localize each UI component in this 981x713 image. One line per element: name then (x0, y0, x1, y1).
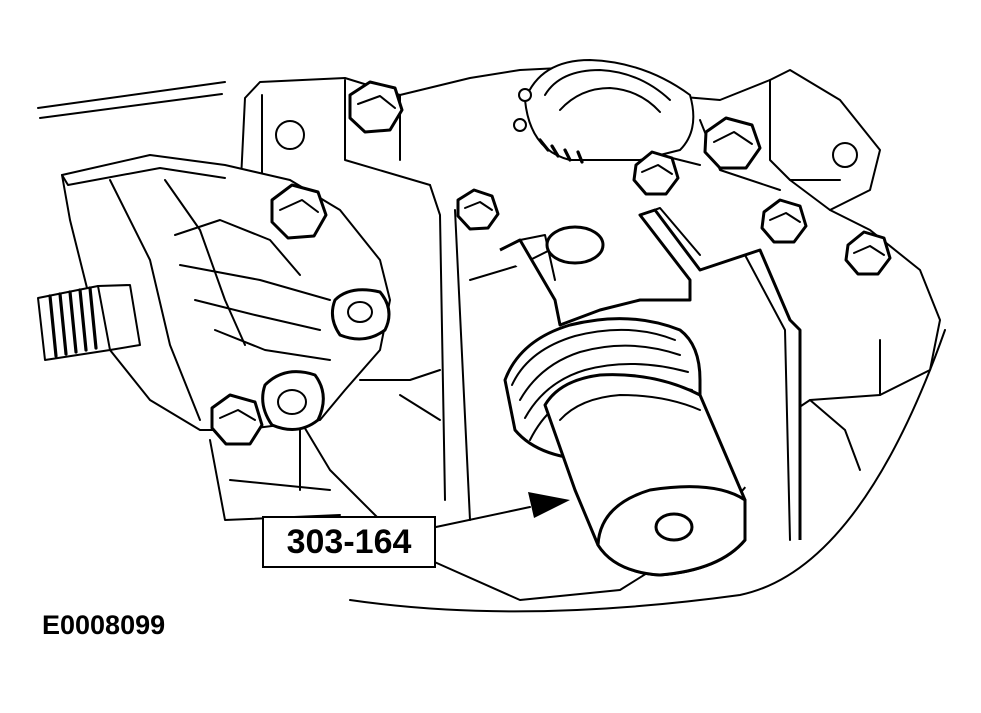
bolt-left-upper (270, 183, 328, 240)
bolt-far-right (844, 230, 892, 276)
callout-arrow (435, 492, 570, 528)
bolt-lower-left (210, 393, 264, 446)
background-lines (37, 81, 946, 613)
figure-id-label: E0008099 (42, 610, 166, 640)
seal-installer-tool (503, 317, 747, 577)
bolt-center (632, 150, 680, 196)
bushings (261, 288, 391, 431)
bolts (210, 80, 892, 446)
shaft (37, 284, 141, 361)
tool-number-label: 303-164 (286, 522, 412, 561)
tool-number-callout: 303-164 (262, 516, 436, 568)
bolt-top-right (703, 116, 762, 170)
bolt-right (760, 198, 808, 244)
camshaft-sprocket (513, 59, 695, 164)
bolt-center-left (456, 188, 500, 231)
bolt-top-left (275, 80, 404, 150)
